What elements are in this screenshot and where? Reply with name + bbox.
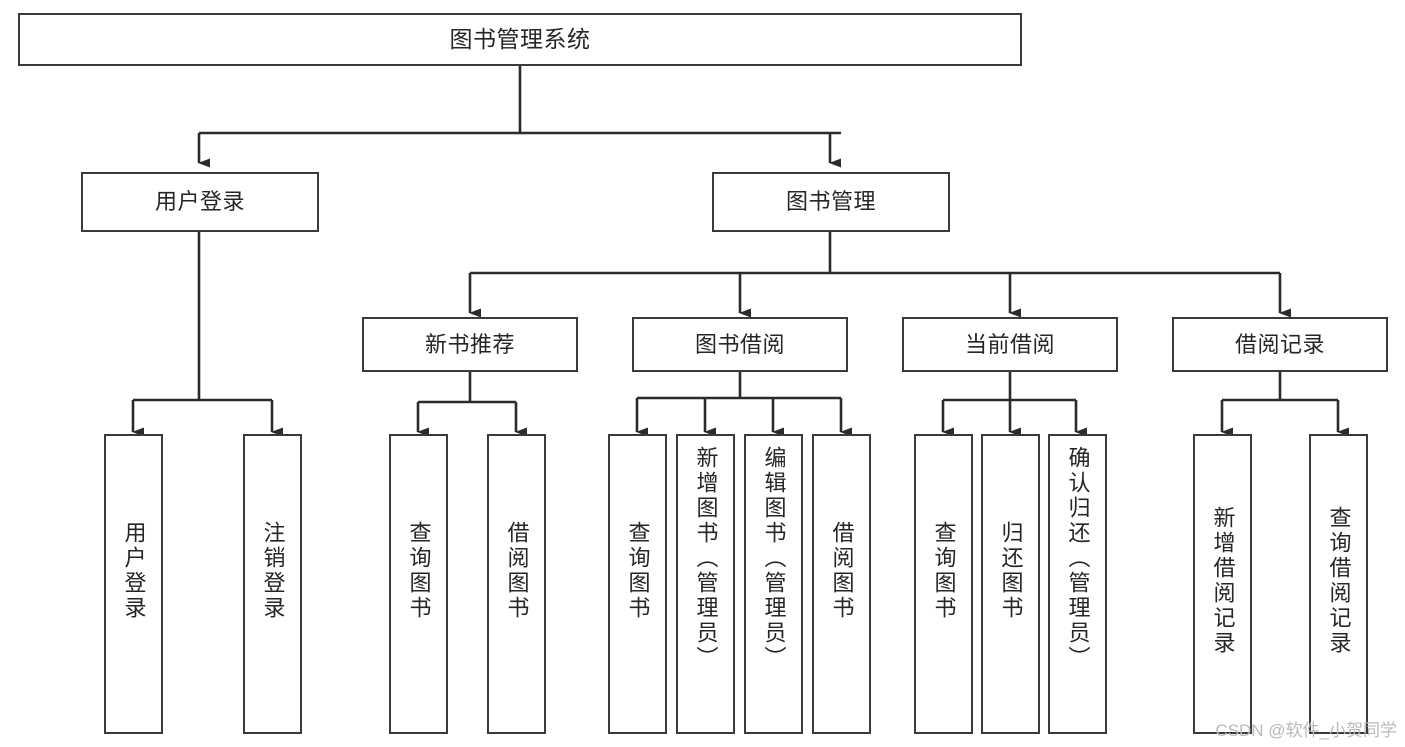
node-leaf-query-book-2-label: 查询图书 <box>625 521 651 621</box>
watermark: CSDN @软件_小贺同学 <box>1215 721 1397 740</box>
node-book-manage[interactable]: 图书管理 <box>712 172 950 232</box>
node-new-book-rec[interactable]: 新书推荐 <box>362 317 578 372</box>
node-book-borrow-label: 图书借阅 <box>694 331 785 357</box>
node-leaf-borrow-book-2[interactable]: 借阅图书 <box>812 434 871 734</box>
node-user-login[interactable]: 用户登录 <box>81 172 319 232</box>
node-leaf-edit-book-label: 编辑图书（管理员） <box>761 446 787 671</box>
node-leaf-query-record-label: 查询借阅记录 <box>1326 506 1352 656</box>
node-leaf-query-book-1-label: 查询图书 <box>406 521 432 621</box>
node-leaf-logout[interactable]: 注销登录 <box>243 434 302 734</box>
node-leaf-return-book[interactable]: 归还图书 <box>981 434 1040 734</box>
node-borrow-record-label: 借阅记录 <box>1234 331 1325 357</box>
node-leaf-confirm-return-label: 确认归还（管理员） <box>1065 446 1091 671</box>
node-leaf-borrow-book-1[interactable]: 借阅图书 <box>487 434 546 734</box>
node-root-label: 图书管理系统 <box>449 25 591 52</box>
node-new-book-rec-label: 新书推荐 <box>424 331 515 357</box>
node-book-manage-label: 图书管理 <box>785 189 876 215</box>
node-leaf-query-book-1[interactable]: 查询图书 <box>389 434 448 734</box>
node-leaf-query-book-2[interactable]: 查询图书 <box>608 434 667 734</box>
node-leaf-add-book[interactable]: 新增图书（管理员） <box>676 434 735 734</box>
node-leaf-borrow-book-2-label: 借阅图书 <box>829 521 855 621</box>
node-leaf-edit-book[interactable]: 编辑图书（管理员） <box>744 434 803 734</box>
node-leaf-user-login-label: 用户登录 <box>121 521 147 621</box>
node-leaf-logout-label: 注销登录 <box>260 521 286 621</box>
node-user-login-label: 用户登录 <box>154 189 245 215</box>
node-leaf-query-record[interactable]: 查询借阅记录 <box>1309 434 1368 734</box>
node-leaf-confirm-return[interactable]: 确认归还（管理员） <box>1048 434 1107 734</box>
node-leaf-return-book-label: 归还图书 <box>998 521 1024 621</box>
node-leaf-query-book-3-label: 查询图书 <box>931 521 957 621</box>
node-root[interactable]: 图书管理系统 <box>18 13 1022 66</box>
node-leaf-add-record[interactable]: 新增借阅记录 <box>1193 434 1252 734</box>
node-borrow-record[interactable]: 借阅记录 <box>1172 317 1388 372</box>
node-leaf-add-book-label: 新增图书（管理员） <box>693 446 719 671</box>
node-leaf-user-login[interactable]: 用户登录 <box>104 434 163 734</box>
node-current-borrow-label: 当前借阅 <box>964 331 1055 357</box>
node-current-borrow[interactable]: 当前借阅 <box>902 317 1118 372</box>
node-leaf-query-book-3[interactable]: 查询图书 <box>914 434 973 734</box>
node-leaf-borrow-book-1-label: 借阅图书 <box>504 521 530 621</box>
node-leaf-add-record-label: 新增借阅记录 <box>1210 506 1236 656</box>
node-book-borrow[interactable]: 图书借阅 <box>632 317 848 372</box>
